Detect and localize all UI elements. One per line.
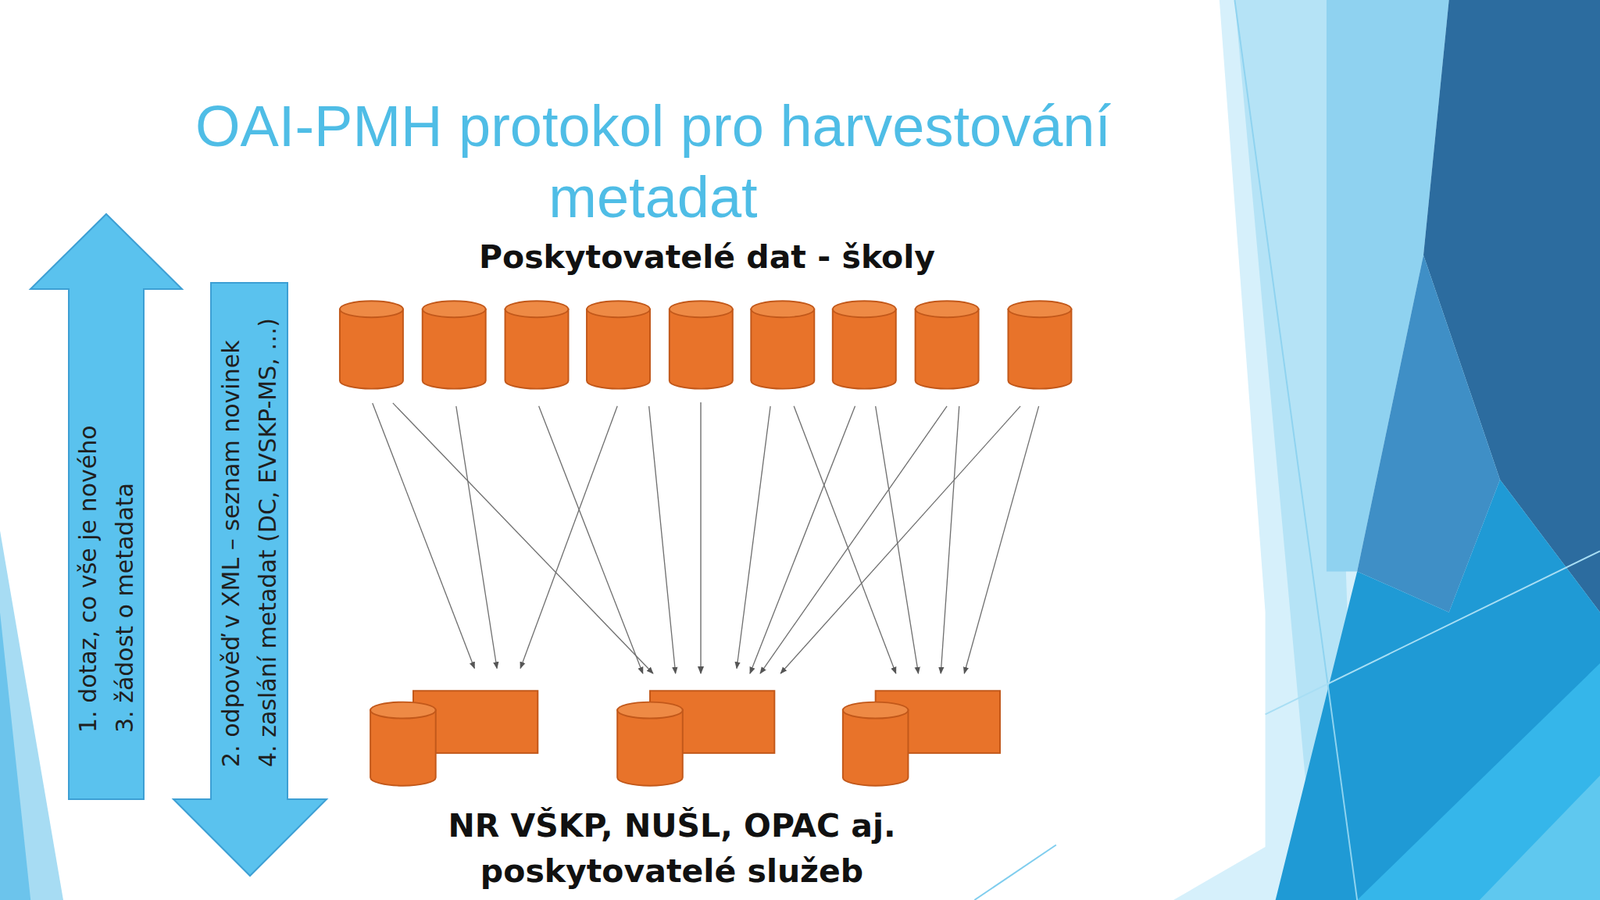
harvest-arrow <box>964 406 1039 674</box>
bg-shape <box>1357 663 1600 900</box>
harvest-arrow <box>372 403 475 669</box>
service-provider-group: NR VŠKP, NUŠL, OPAC aj. poskytovatelé sl… <box>343 673 1000 897</box>
harvest-arrow <box>750 406 856 674</box>
bg-shape <box>1275 479 1600 900</box>
step-text: 1. dotaz, co vše je nového <box>69 425 107 733</box>
service-cylinder <box>617 702 683 786</box>
step-text: 2. odpověď v XML – seznam novinek <box>212 339 250 768</box>
group-heading: Poskytovatelé dat - školy <box>478 234 936 280</box>
service-cylinder <box>842 702 909 786</box>
harvest-arrow <box>793 406 897 674</box>
bg-shape <box>0 612 31 900</box>
arrow-shape <box>173 282 327 876</box>
step-text: 3. žádost o metadata <box>106 482 143 733</box>
harvest-arrow <box>520 406 618 669</box>
harvest-arrow <box>736 406 771 669</box>
database-cylinder <box>1007 300 1072 389</box>
harvest-arrow <box>649 406 676 674</box>
request-arrow: 1. dotaz, co vše je nového3. žádost o me… <box>30 214 183 800</box>
harvest-arrow <box>875 406 919 674</box>
harvest-arrow <box>456 406 497 669</box>
database-cylinder <box>750 300 815 389</box>
response-arrow: 2. odpověď v XML – seznam novinek4. zasl… <box>173 282 327 877</box>
rotated-text-block: 1. dotaz, co vše je nového3. žádost o me… <box>68 295 144 733</box>
arrow-shape <box>30 214 183 800</box>
harvest-arrow <box>940 406 960 674</box>
service-cylinder <box>370 702 436 786</box>
arrow-outline <box>173 282 327 877</box>
group-heading: NR VŠKP, NUŠL, OPAC aj. poskytovatelé sl… <box>375 803 969 894</box>
data-provider-group: Poskytovatelé dat - školy <box>332 234 1083 403</box>
harvest-arrow <box>392 403 654 674</box>
bg-shape <box>0 530 64 900</box>
database-cylinder <box>915 300 979 389</box>
harvest-arrow <box>780 406 1021 674</box>
arrow-outline <box>30 214 183 800</box>
bg-line <box>974 844 1056 900</box>
database-cylinder <box>422 300 486 389</box>
database-cylinder <box>586 300 650 389</box>
bg-shape <box>1173 0 1600 900</box>
bg-shape <box>1479 775 1600 900</box>
database-cylinder <box>505 300 569 389</box>
database-cylinder <box>669 300 733 389</box>
harvest-arrow <box>539 406 643 674</box>
slide-title: OAI-PMH protokol pro harvestování metada… <box>164 90 1142 233</box>
bg-line <box>1234 0 1358 900</box>
database-cylinder <box>832 300 897 389</box>
harvest-arrow <box>760 406 947 674</box>
rotated-text-block: 2. odpověď v XML – seznam novinek4. zasl… <box>210 289 288 768</box>
bg-line <box>1265 550 1600 715</box>
database-cylinder <box>339 300 404 389</box>
step-text: 4. zaslání metadat (DC, EVSKP-MS, …) <box>249 317 286 768</box>
flow-connector <box>700 402 701 674</box>
